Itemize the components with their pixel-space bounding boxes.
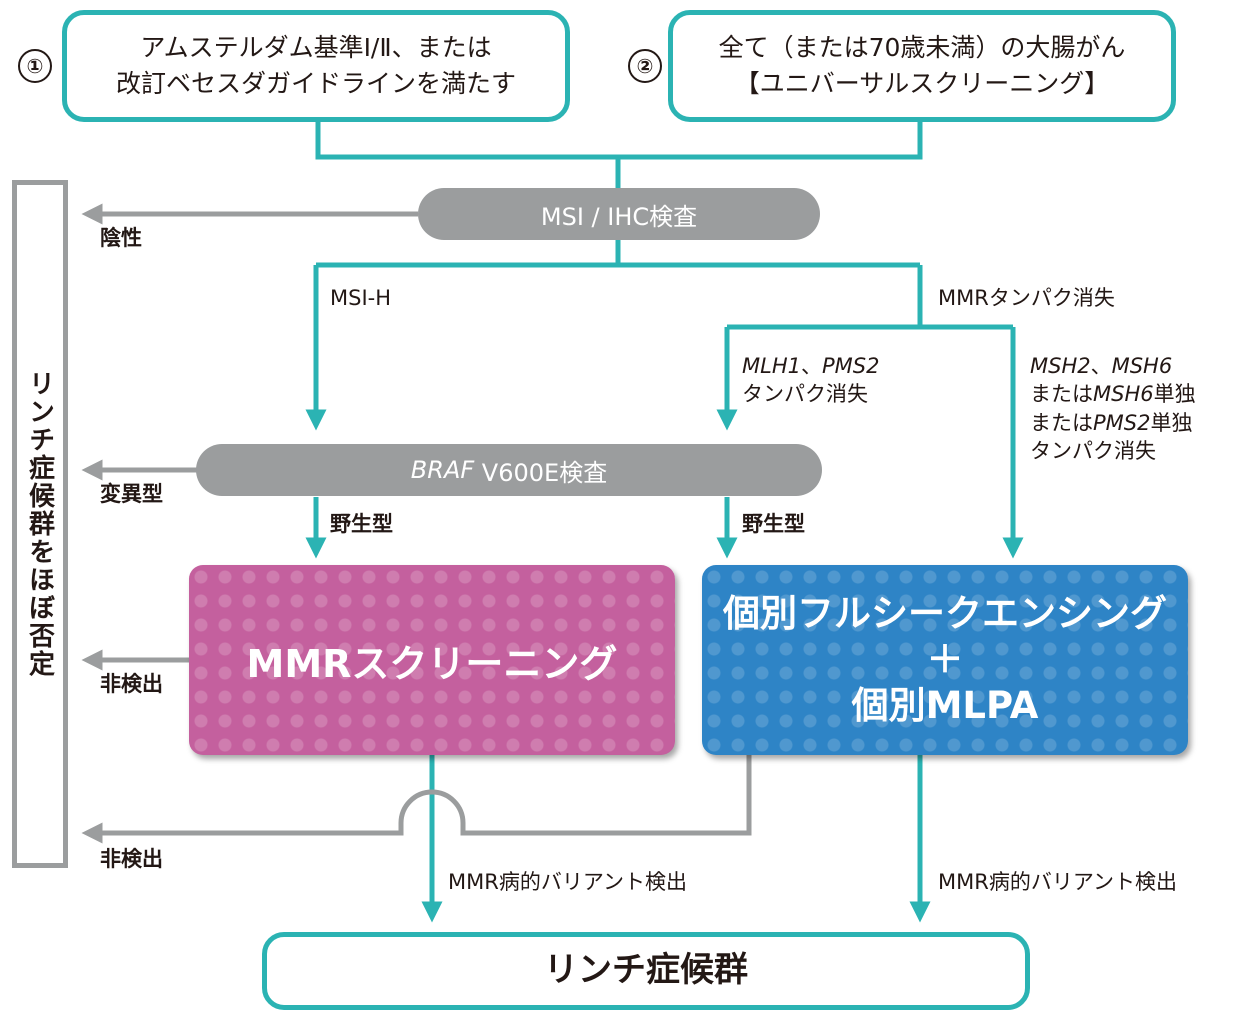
wild-type-left-label: 野生型: [330, 512, 393, 536]
negative-label: 陰性: [100, 226, 142, 250]
criterion-2-line-1: 全て（または70歳未満）の大腸がん: [718, 32, 1126, 62]
pms2-single-gene: PMS2: [1093, 410, 1151, 435]
msh2-gene: MSH2: [1030, 354, 1091, 378]
variant-type-label: 変異型: [100, 482, 163, 506]
sequencing-plus: ＋: [926, 637, 964, 681]
mlh1-separator: 、: [800, 354, 822, 378]
msi-split-line: [316, 240, 920, 268]
msh-separator: 、: [1090, 354, 1112, 378]
criterion-1-number: ①: [18, 49, 52, 83]
msi-ihc-test: MSI / IHC検査: [418, 188, 820, 240]
criterion-2-line-2: 【ユニバーサルスクリーニング】: [734, 69, 1110, 98]
msh-label: MSH2、MSH6 またはMSH6単独 またはPMS2単独 タンパク消失: [1030, 352, 1196, 465]
msh-line2-post: 単独: [1153, 382, 1196, 407]
mlh1-gene: MLH1: [742, 354, 801, 378]
criterion-1-line-2: 改訂ベセスダガイドラインを満たす: [115, 69, 516, 98]
mlh1-loss: タンパク消失: [742, 382, 868, 407]
not-detected-label-1: 非検出: [100, 672, 163, 696]
msh-line3-post: 単独: [1150, 410, 1193, 435]
mmr-variant-right-label: MMR病的バリアント検出: [938, 870, 1177, 894]
braf-test: BRAF V600E検査: [196, 444, 822, 496]
sequencing-line-3: 個別MLPA: [851, 684, 1039, 728]
msh-loss: タンパク消失: [1030, 439, 1156, 464]
wild-type-right-label: 野生型: [742, 512, 805, 536]
mmr-screening-box: MMRスクリーニング: [189, 565, 675, 755]
criterion-2-box: 全て（または70歳未満）の大腸がん 【ユニバーサルスクリーニング】: [668, 10, 1176, 122]
criterion-2-number: ②: [628, 49, 662, 83]
side-box-label: リンチ症候群をほぼ否定: [24, 370, 55, 678]
msh-line2-pre: または: [1030, 382, 1093, 407]
not-detected-label-2: 非検出: [100, 847, 163, 871]
mmr-loss-label: MMRタンパク消失: [938, 286, 1115, 310]
msh-line3-pre: または: [1030, 410, 1093, 435]
pms2-gene: PMS2: [821, 354, 880, 378]
criterion-1-box: アムステルダム基準Ⅰ/Ⅱ、または 改訂ベセスダガイドラインを満たす: [62, 10, 570, 122]
braf-gene: BRAF: [410, 456, 475, 484]
sequencing-line-1: 個別フルシークエンシング: [723, 591, 1167, 635]
mlh1-label: MLH1、PMS2 タンパク消失: [742, 352, 879, 409]
bottom-not-detected-arrow: [81, 755, 752, 844]
sequencing-box: 個別フルシークエンシング ＋ 個別MLPA: [702, 565, 1188, 755]
side-box: リンチ症候群をほぼ否定: [12, 180, 68, 868]
criterion-1-line-1: アムステルダム基準Ⅰ/Ⅱ、または: [140, 32, 492, 62]
lynch-syndrome-label: リンチ症候群: [544, 950, 748, 991]
msi-h-label: MSI-H: [330, 286, 392, 310]
lynch-syndrome-box: リンチ症候群: [262, 932, 1030, 1010]
msh6-gene: MSH6: [1111, 354, 1173, 378]
criteria-merge-line: [315, 120, 923, 160]
mmr-screening-label: MMRスクリーニング: [246, 641, 618, 686]
msh6-single-gene: MSH6: [1093, 382, 1154, 407]
braf-test-label: V600E検査: [474, 458, 608, 487]
mmr-variant-left-label: MMR病的バリアント検出: [448, 870, 687, 894]
